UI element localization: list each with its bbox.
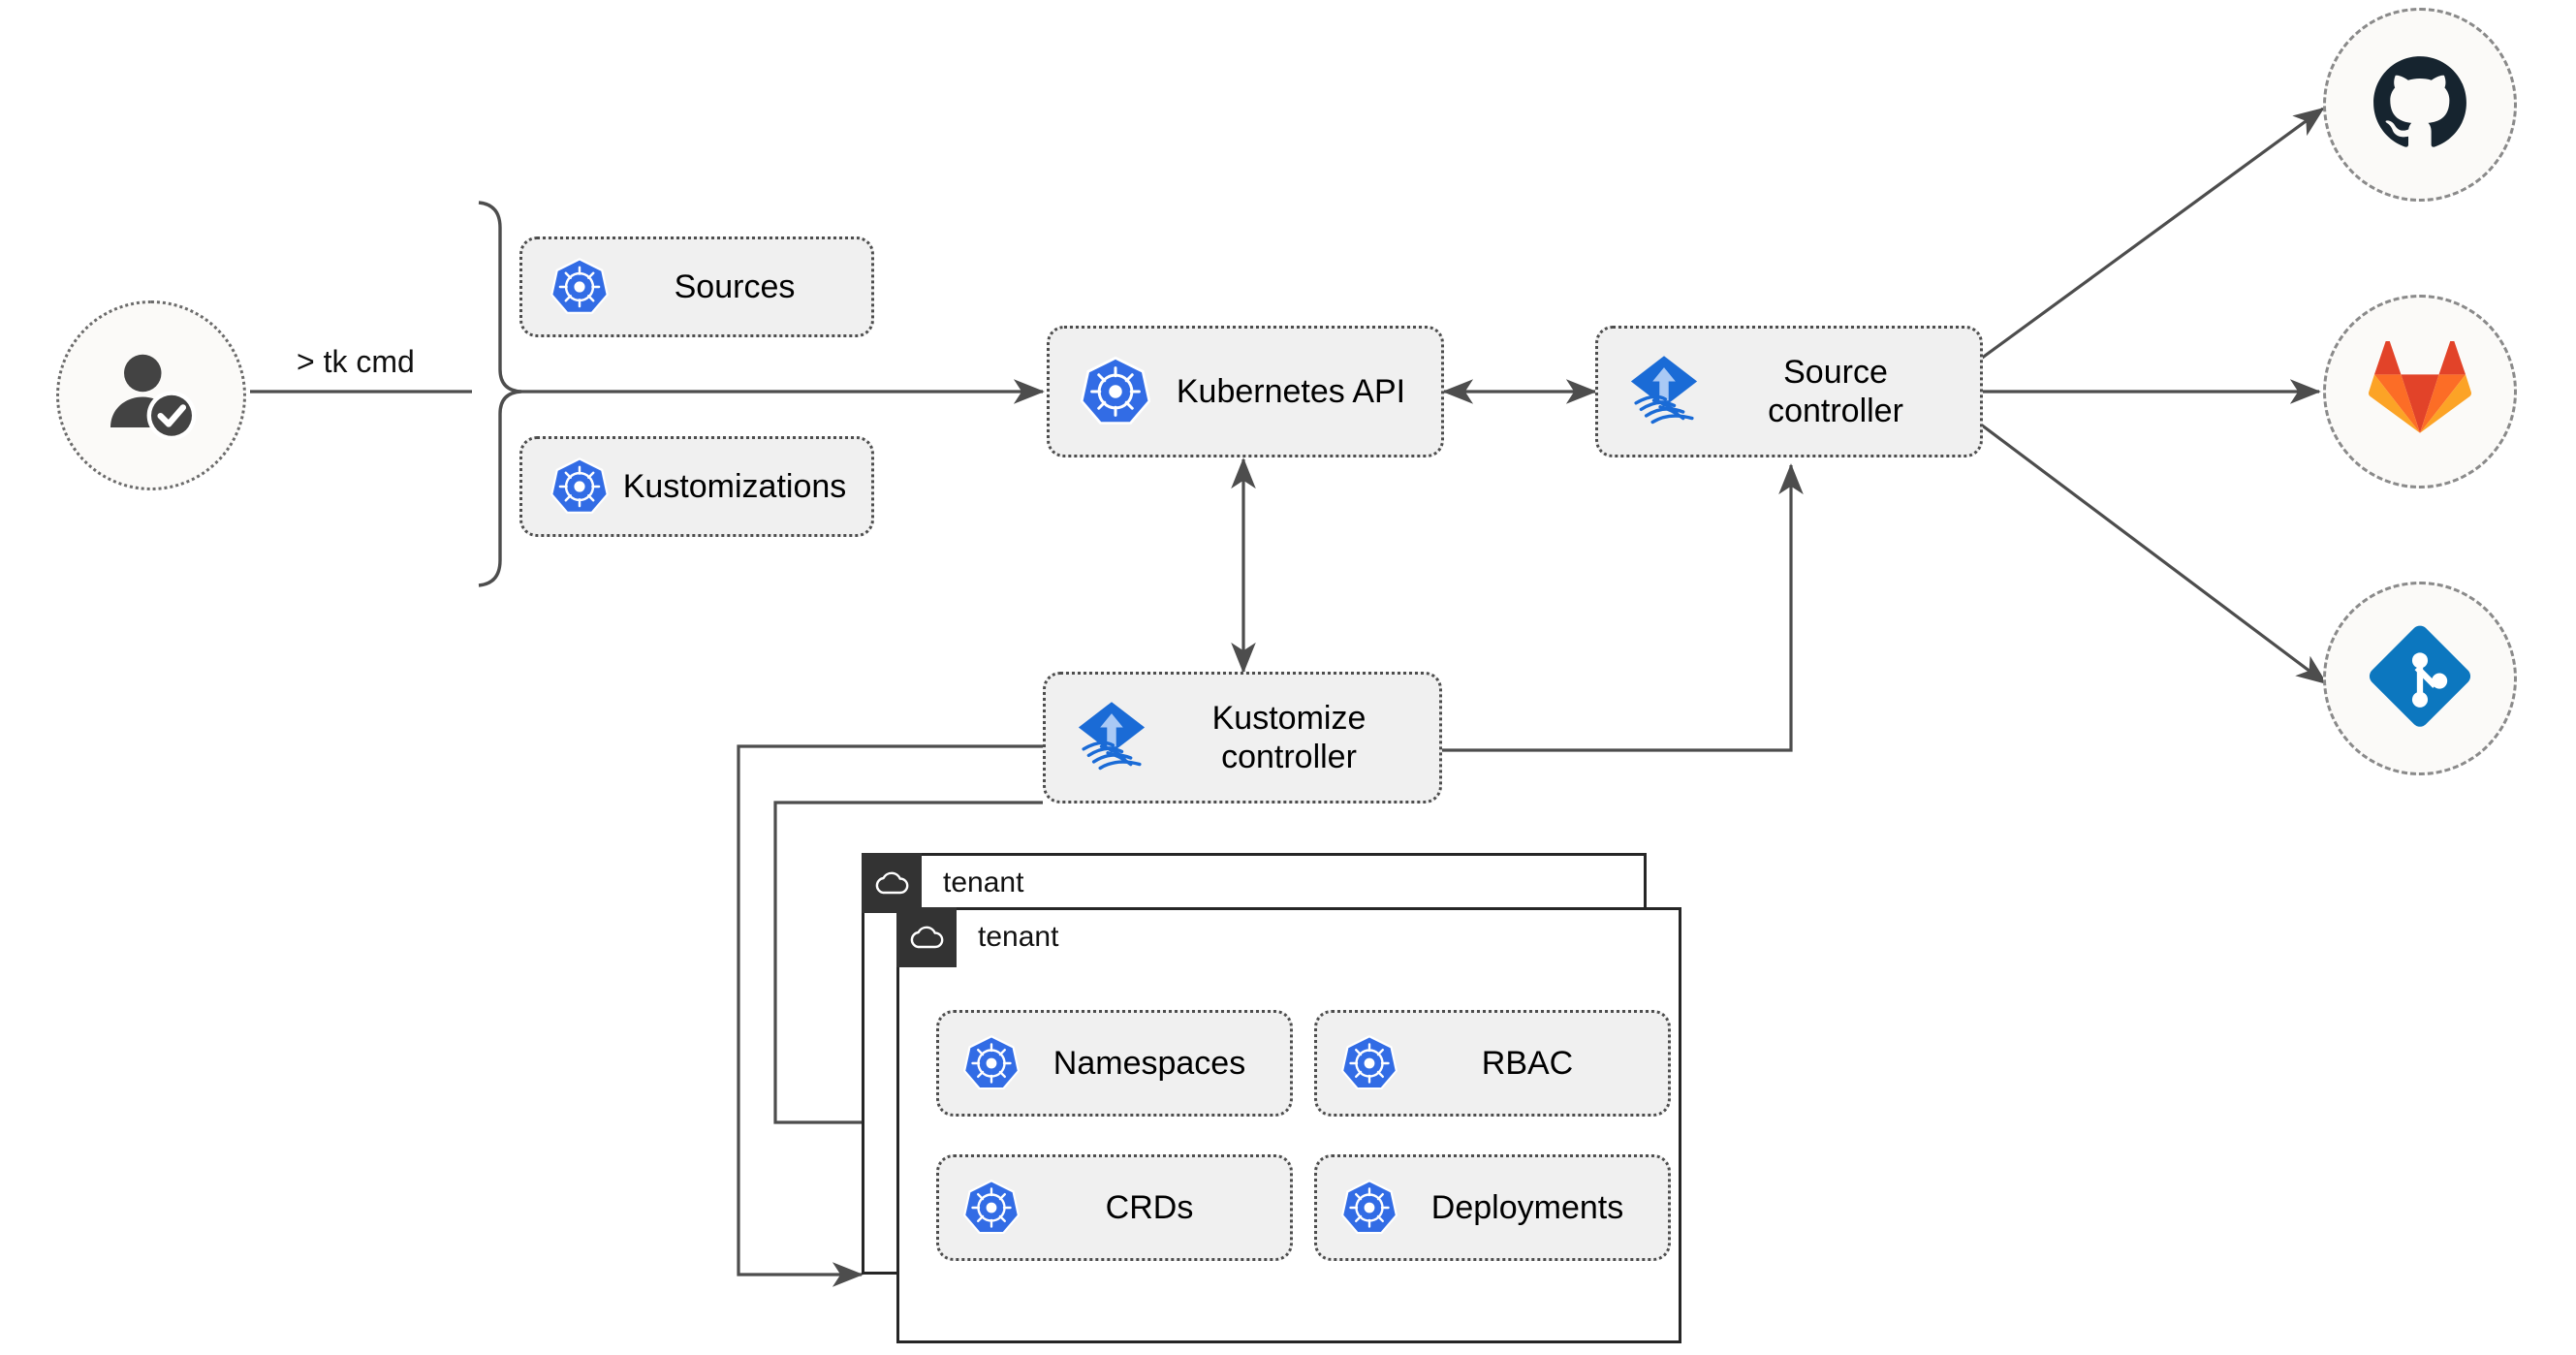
- kubernetes-icon: [1077, 353, 1154, 430]
- azure-devops-git-icon: [2366, 622, 2474, 736]
- edge-source-controller-to-github: [1980, 107, 2325, 361]
- kubernetes-icon: [548, 455, 612, 519]
- tenant-name-back: tenant: [943, 867, 1024, 898]
- tenant-header-back: tenant: [862, 853, 1023, 913]
- kubernetes-icon: [548, 255, 612, 319]
- cloud-icon: [862, 853, 922, 913]
- node-provider-azure-devops[interactable]: [2323, 582, 2517, 775]
- node-resource-crds[interactable]: CRDs: [936, 1154, 1293, 1261]
- node-resource-deployments-label: Deployments: [1430, 1188, 1624, 1226]
- command-label: > tk cmd: [297, 344, 415, 379]
- flux-icon: [1071, 697, 1152, 778]
- node-resource-rbac[interactable]: RBAC: [1314, 1010, 1671, 1117]
- node-resource-crds-label: CRDs: [1105, 1188, 1194, 1226]
- node-kustomizations-label: Kustomizations: [622, 467, 847, 505]
- kubernetes-icon: [1338, 1177, 1400, 1239]
- tenant-header-front: tenant: [896, 907, 1058, 967]
- user-verified-icon: [97, 339, 205, 453]
- node-sources[interactable]: Sources: [519, 236, 874, 337]
- edge-kustomize-controller-to-source-controller: [1441, 463, 1804, 752]
- node-kubernetes-api-label: Kubernetes API: [1176, 372, 1406, 410]
- kubernetes-icon: [1338, 1032, 1400, 1094]
- tenant-container-front[interactable]: tenant: [896, 907, 1681, 1343]
- tenant-name-front: tenant: [978, 921, 1059, 953]
- node-kubernetes-api[interactable]: Kubernetes API: [1047, 326, 1444, 457]
- node-provider-gitlab[interactable]: [2323, 295, 2517, 488]
- cloud-icon: [896, 907, 957, 967]
- github-icon: [2368, 50, 2472, 160]
- node-resource-rbac-label: RBAC: [1481, 1044, 1574, 1082]
- kubernetes-icon: [960, 1177, 1022, 1239]
- node-resource-namespaces[interactable]: Namespaces: [936, 1010, 1293, 1117]
- actor-user[interactable]: [56, 300, 246, 490]
- gitlab-icon: [2368, 338, 2472, 443]
- edge-source-controller-to-azure-devops: [1980, 423, 2328, 685]
- node-resource-deployments[interactable]: Deployments: [1314, 1154, 1671, 1261]
- node-sources-label: Sources: [674, 268, 796, 305]
- node-resource-namespaces-label: Namespaces: [1052, 1044, 1246, 1082]
- node-kustomizations[interactable]: Kustomizations: [519, 436, 874, 537]
- crd-group-brace: [478, 201, 522, 587]
- node-provider-github[interactable]: [2323, 8, 2517, 202]
- kubernetes-icon: [960, 1032, 1022, 1094]
- flux-icon: [1623, 351, 1705, 432]
